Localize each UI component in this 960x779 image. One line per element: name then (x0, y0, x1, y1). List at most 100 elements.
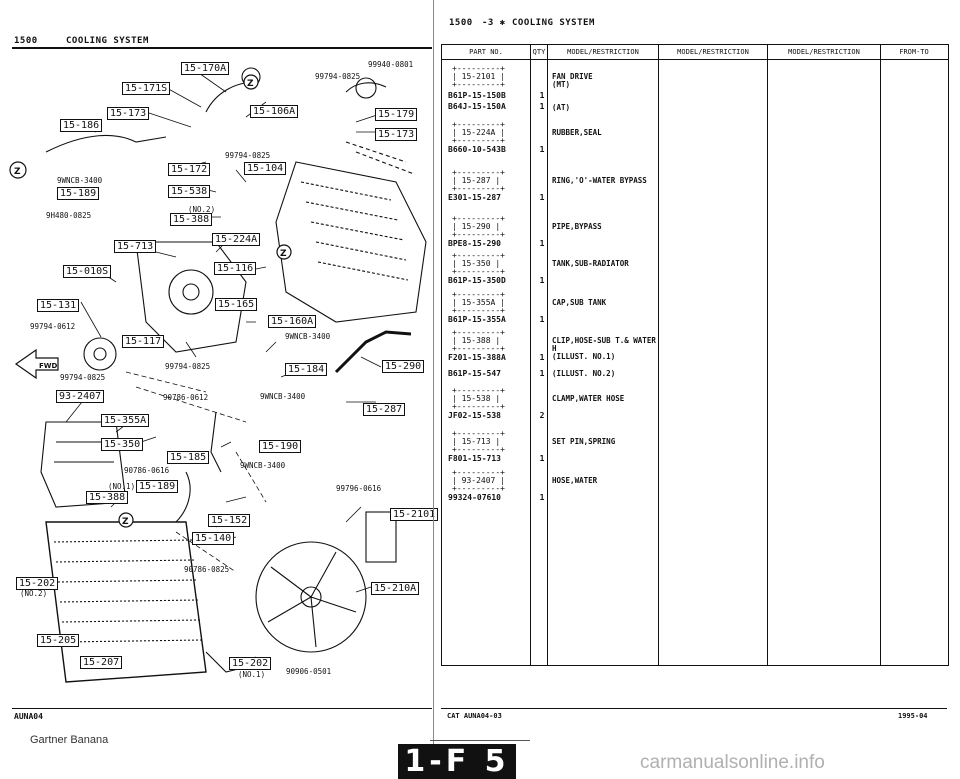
pn-90786-0612: 90786-0612 (163, 393, 209, 402)
col-header-model-1: MODEL/RESTRICTION (548, 45, 659, 59)
ref-box: +---------+| 15-355A |+---------+ (452, 290, 505, 315)
part-number: B61P-15-350D (448, 276, 506, 285)
col-header-part-no: PART NO. (442, 45, 531, 59)
description: TANK,SUB-RADIATOR (552, 259, 629, 268)
part-number: B64J-15-150A (448, 102, 506, 111)
part-number: 99324-07610 (448, 493, 501, 502)
qty: 1 (539, 353, 545, 362)
table-row: B61P-15-547 1 (ILLUST. NO.2) (442, 369, 948, 381)
ref-box: +---------+| 15-287 |+---------+ (452, 168, 505, 193)
ref-15-171S: 15-171S (122, 82, 171, 95)
ref-15-170A: 15-170A (181, 62, 230, 75)
page-fold-divider (433, 0, 434, 779)
circle-marker-z-icon (9, 74, 292, 528)
table-row: +---------+| 15-287 |+---------+ E301-15… (442, 167, 948, 213)
part-number: F201-15-388A (448, 353, 506, 362)
ref-15-2101: 15-2101 (390, 508, 439, 521)
left-header-rule (12, 47, 432, 49)
pn-90786-0616: 90786-0616 (124, 466, 170, 475)
right-header-title: COOLING SYSTEM (512, 18, 595, 28)
signature-text: Gartner Banana (30, 734, 109, 746)
qty: 1 (539, 145, 545, 154)
ref-box: +---------+| 15-2101 |+---------+ (452, 64, 505, 89)
table-row: +---------+| 15-290 |+---------+ BPE8-15… (442, 213, 948, 259)
ref-15-116: 15-116 (214, 262, 257, 275)
table-row: +---------+| 15-388 |+---------+ F201-15… (442, 327, 948, 373)
part-number: B61P-15-547 (448, 369, 501, 378)
ref-15-210A: 15-210A (371, 582, 420, 595)
ref-15-202: 15-202 (16, 577, 59, 590)
part-number: BPE8-15-290 (448, 239, 501, 248)
parts-table: PART NO. QTY MODEL/RESTRICTION MODEL/RES… (441, 44, 949, 666)
engine-block-outline (275, 161, 427, 323)
table-row: +---------+| 15-350 |+---------+ B61P-15… (442, 250, 948, 296)
qty: 1 (539, 193, 545, 202)
ref-15-713: 15-713 (114, 240, 157, 253)
ref-15-205: 15-205 (37, 634, 80, 647)
ref-15-538: 15-538 (168, 185, 211, 198)
col-header-model-3: MODEL/RESTRICTION (768, 45, 881, 59)
col-header-model-2: MODEL/RESTRICTION (659, 45, 768, 59)
part-number: JF02-15-538 (448, 411, 501, 420)
col-header-qty: QTY (531, 45, 548, 59)
description: RUBBER,SEAL (552, 128, 602, 137)
catalog-code: CAT AUNA04-03 (447, 712, 502, 720)
ref-15-388: 15-388 (170, 213, 213, 226)
qty: 1 (539, 276, 545, 285)
ref-15-287: 15-287 (363, 403, 406, 416)
sheet-number-label: 1-F 5 (398, 744, 516, 779)
ref-15-173: 15-173 (107, 107, 150, 120)
table-row: +---------+| 15-538 |+---------+ JF02-15… (442, 385, 948, 431)
pn-no1-b: (NO.1) (238, 670, 266, 679)
ref-15-388b: 15-388 (86, 491, 129, 504)
right-header-mark: -3 ✱ (482, 18, 506, 28)
pn-9wncb-3400-a: 9WNCB-3400 (57, 176, 103, 185)
ref-15-202b: 15-202 (229, 657, 272, 670)
ref-15-172: 15-172 (168, 163, 211, 176)
right-footer-rule (441, 708, 947, 709)
ref-15-140: 15-140 (192, 532, 235, 545)
note: (AT) (552, 103, 571, 112)
pn-90906-0501: 90906-0501 (286, 667, 332, 676)
description: FAN DRIVE(MT) (552, 72, 593, 89)
ref-15-189: 15-189 (57, 187, 100, 200)
ref-15-350: 15-350 (101, 438, 144, 451)
ref-15-207: 15-207 (80, 656, 123, 669)
pn-9wncb-3400-b: 9WNCB-3400 (285, 332, 331, 341)
ref-15-106A: 15-106A (250, 105, 299, 118)
ref-15-173b: 15-173 (375, 128, 418, 141)
part-number: B660-10-543B (448, 145, 506, 154)
ref-15-190: 15-190 (259, 440, 302, 453)
qty: 2 (539, 411, 545, 420)
part-number: B61P-15-355A (448, 315, 506, 324)
table-row: +---------+| 15-2101 |+---------+ B61P-1… (442, 63, 948, 109)
pn-99794-0825-a: 99794-0825 (315, 72, 361, 81)
svg-text:Z: Z (122, 517, 129, 527)
ref-15-189b: 15-189 (136, 480, 179, 493)
part-number: E301-15-287 (448, 193, 501, 202)
pn-99794-0825-c: 99794-0825 (60, 373, 106, 382)
description: RING,'O'-WATER BYPASS (552, 176, 647, 185)
left-header-title: COOLING SYSTEM (66, 36, 149, 46)
catalog-date: 1995-04 (898, 712, 928, 720)
description: SET PIN,SPRING (552, 437, 616, 446)
pn-9wncb-3400-d: 9WNCB-3400 (240, 461, 286, 470)
part-number: F801-15-713 (448, 454, 501, 463)
description: PIPE,BYPASS (552, 222, 602, 231)
table-row: +---------+| 93-2407 |+---------+ 99324-… (442, 467, 948, 513)
pn-99794-0612: 99794-0612 (30, 322, 76, 331)
ref-15-165: 15-165 (215, 298, 258, 311)
qty: 1 (539, 369, 545, 378)
table-row: +---------+| 15-224A |+---------+ B660-1… (442, 119, 948, 165)
left-footer-rule (12, 708, 432, 709)
ref-15-355A: 15-355A (101, 414, 150, 427)
ref-15-010S: 15-010S (63, 265, 112, 278)
ref-box: +---------+| 15-290 |+---------+ (452, 214, 505, 239)
ref-15-117: 15-117 (122, 335, 165, 348)
ref-15-104: 15-104 (244, 162, 287, 175)
watermark-text: carmanualsonline.info (640, 752, 825, 773)
description: HOSE,WATER (552, 476, 598, 485)
part-number: B61P-15-150B (448, 91, 506, 100)
svg-text:Z: Z (247, 79, 254, 89)
